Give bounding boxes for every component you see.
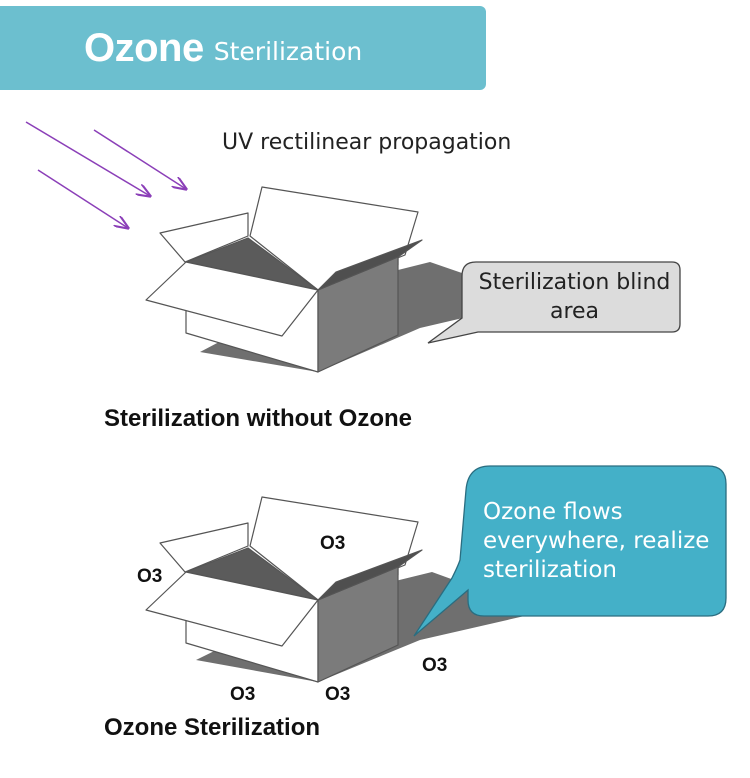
o3-label: O3 xyxy=(325,684,351,705)
ozone-flow-text: Ozone flows everywhere, realize steriliz… xyxy=(483,499,710,583)
box-right-flap xyxy=(317,239,423,291)
o3-label: O3 xyxy=(422,655,448,676)
box-front-flap xyxy=(145,261,319,337)
title-rest: Sterilization xyxy=(213,36,363,66)
uv-label: UV rectilinear propagation xyxy=(222,130,512,155)
o3-label: O3 xyxy=(230,684,256,705)
title-banner: Ozone Sterilization xyxy=(0,6,486,90)
uv-arrow xyxy=(93,129,186,189)
open-box-top xyxy=(145,186,540,373)
caption-ozone-sterilization: Ozone Sterilization xyxy=(104,714,321,741)
box-left-flap xyxy=(159,522,249,573)
uv-arrow xyxy=(25,121,150,196)
uv-arrows xyxy=(25,121,186,228)
ozone-callout xyxy=(413,465,727,637)
o3-label: O3 xyxy=(320,533,346,554)
box-right-flap xyxy=(317,549,423,601)
uv-arrow xyxy=(37,169,128,228)
o3-label: O3 xyxy=(137,566,163,587)
blind-area-callout xyxy=(427,261,681,344)
box-front-flap xyxy=(145,571,319,647)
box-left-flap xyxy=(159,212,249,263)
blind-area-text: Sterilization blind area xyxy=(478,270,671,324)
title-bold: Ozone xyxy=(84,25,204,70)
caption-without-ozone: Sterilization without Ozone xyxy=(104,405,412,432)
